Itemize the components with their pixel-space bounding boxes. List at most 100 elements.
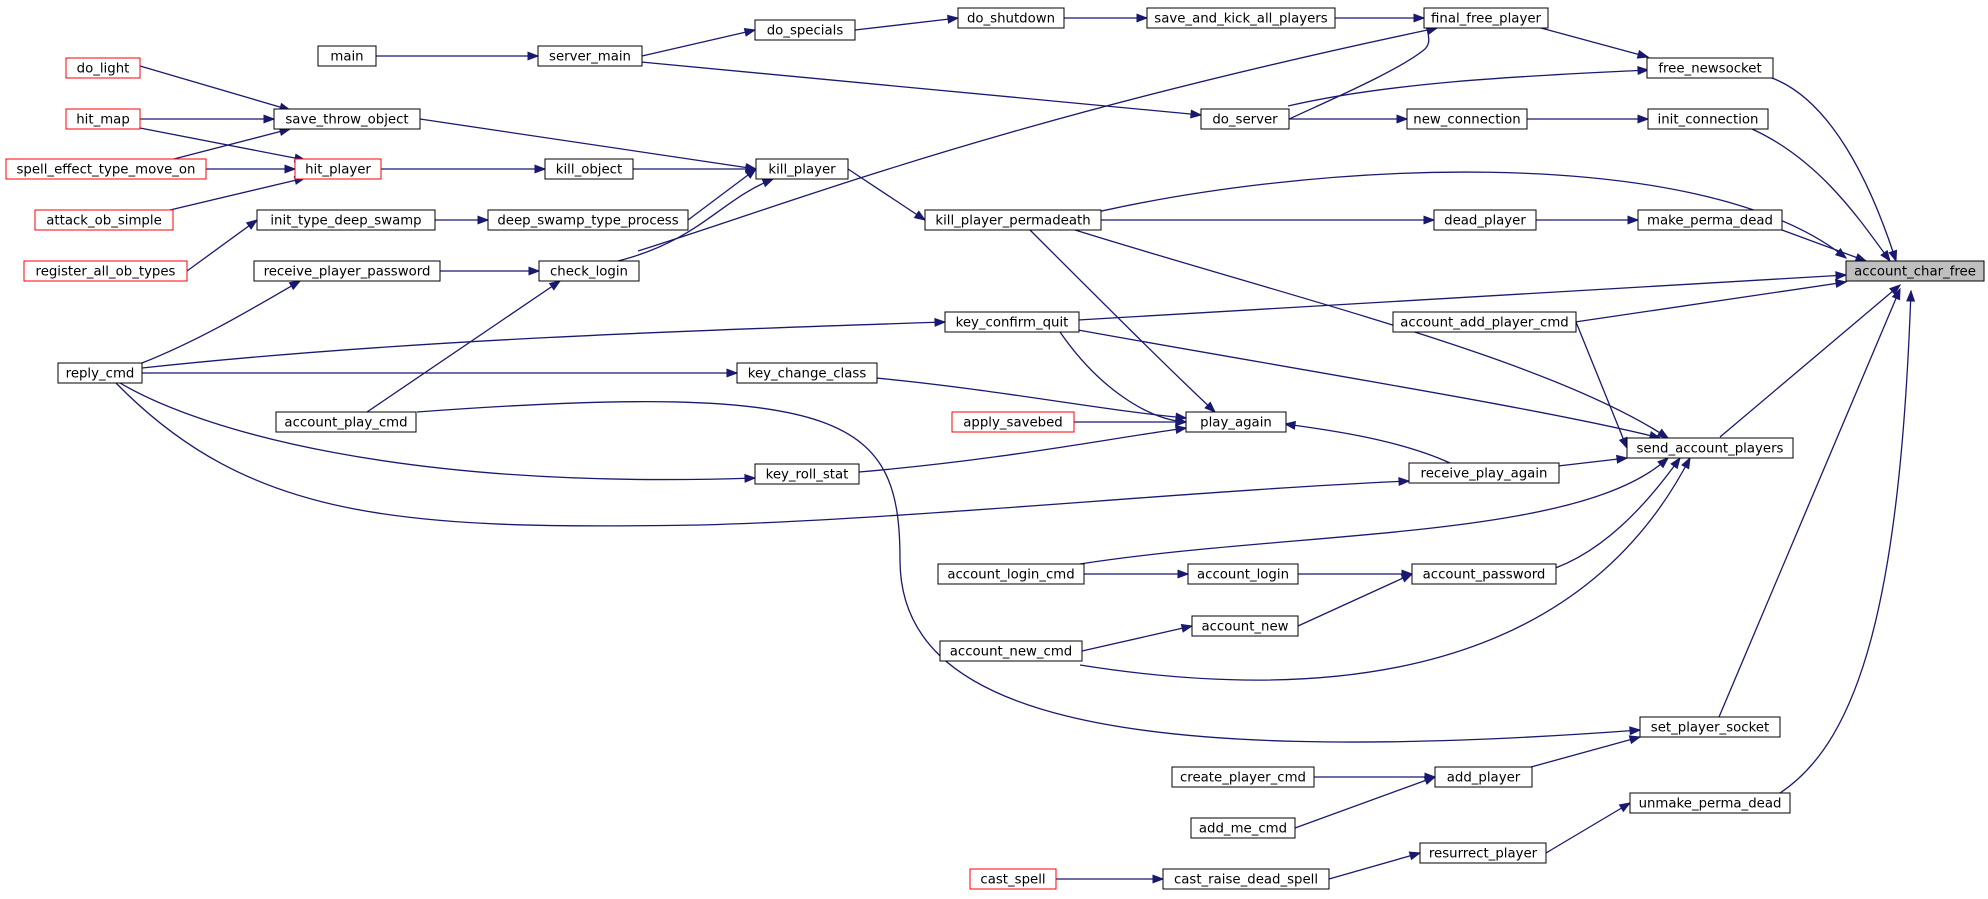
node-label: apply_savebed xyxy=(963,416,1062,431)
edge-line xyxy=(169,177,306,211)
node-do_shutdown[interactable]: do_shutdown xyxy=(957,7,1065,29)
node-add_player[interactable]: add_player xyxy=(1434,766,1533,788)
edge-set_player_socket-to-account_char_free xyxy=(1718,287,1901,718)
edge-line xyxy=(419,118,757,170)
edge-arrowhead xyxy=(1835,271,1848,281)
node-box xyxy=(1629,792,1791,814)
node-kill_player_permadeath[interactable]: kill_player_permadeath xyxy=(924,209,1102,231)
edge-line xyxy=(687,168,757,221)
node-set_player_socket[interactable]: set_player_socket xyxy=(1639,716,1781,738)
node-send_account_players[interactable]: send_account_players xyxy=(1626,437,1794,459)
node-server_main[interactable]: server_main xyxy=(537,45,643,67)
node-init_connection[interactable]: init_connection xyxy=(1647,108,1769,130)
edge-line xyxy=(1781,229,1867,262)
node-spell_effect_type_move_on[interactable]: spell_effect_type_move_on xyxy=(5,158,207,180)
node-account_new_cmd[interactable]: account_new_cmd xyxy=(939,640,1083,662)
node-unmake_perma_dead[interactable]: unmake_perma_dead xyxy=(1629,792,1791,814)
node-create_player_cmd[interactable]: create_player_cmd xyxy=(1171,766,1315,788)
node-init_type_deep_swamp[interactable]: init_type_deep_swamp xyxy=(256,209,436,231)
node-label: key_change_class xyxy=(748,367,867,382)
node-do_specials[interactable]: do_specials xyxy=(754,19,856,41)
node-label: receive_player_password xyxy=(264,265,431,280)
node-label: resurrect_player xyxy=(1429,847,1538,862)
node-box xyxy=(1434,766,1533,788)
edge-line xyxy=(1530,736,1641,768)
node-key_confirm_quit[interactable]: key_confirm_quit xyxy=(944,311,1080,333)
node-label: kill_player xyxy=(768,163,836,178)
node-account_char_free[interactable]: account_char_free xyxy=(1845,260,1985,282)
node-dead_player[interactable]: dead_player xyxy=(1433,209,1537,231)
node-label: register_all_ob_types xyxy=(36,265,176,280)
node-reply_cmd[interactable]: reply_cmd xyxy=(57,362,143,384)
node-play_again[interactable]: play_again xyxy=(1185,411,1287,433)
node-save_and_kick_all_players[interactable]: save_and_kick_all_players xyxy=(1146,7,1336,29)
node-add_me_cmd[interactable]: add_me_cmd xyxy=(1190,817,1296,839)
node-box xyxy=(23,260,188,282)
node-label: final_free_player xyxy=(1431,12,1541,27)
edge-server_main-to-do_specials xyxy=(641,27,757,57)
node-receive_player_password[interactable]: receive_player_password xyxy=(253,260,441,282)
edge-arrowhead xyxy=(245,219,259,230)
node-box xyxy=(253,260,441,282)
node-cast_raise_dead_spell[interactable]: cast_raise_dead_spell xyxy=(1162,868,1330,890)
edge-line xyxy=(1534,457,1681,575)
edge-arrowhead xyxy=(1834,279,1848,289)
node-attack_ob_simple[interactable]: attack_ob_simple xyxy=(34,209,174,231)
edge-line xyxy=(875,377,1187,419)
node-label: cast_raise_dead_spell xyxy=(1174,873,1318,888)
node-free_newsocket[interactable]: free_newsocket xyxy=(1646,57,1774,79)
edge-key_roll_stat-to-play_again xyxy=(858,424,1188,473)
node-account_add_player_cmd[interactable]: account_add_player_cmd xyxy=(1392,311,1577,333)
edge-arrowhead xyxy=(1283,420,1297,430)
node-save_throw_object[interactable]: save_throw_object xyxy=(273,108,421,130)
node-label: deep_swamp_type_process xyxy=(497,214,678,229)
edge-line xyxy=(169,128,291,161)
node-kill_object[interactable]: kill_object xyxy=(544,158,634,180)
edge-arrowhead xyxy=(1637,114,1650,124)
node-final_free_player[interactable]: final_free_player xyxy=(1423,7,1549,29)
edge-arrowhead xyxy=(1180,623,1194,633)
edge-line xyxy=(366,280,561,413)
edge-add_me_cmd-to-add_player xyxy=(1294,776,1437,829)
node-box xyxy=(5,158,207,180)
edge-line xyxy=(1284,423,1451,464)
node-new_connection[interactable]: new_connection xyxy=(1406,108,1528,130)
node-check_login[interactable]: check_login xyxy=(538,260,640,282)
node-deep_swamp_type_process[interactable]: deep_swamp_type_process xyxy=(487,209,689,231)
node-receive_play_again[interactable]: receive_play_again xyxy=(1408,462,1560,484)
edge-arrowhead xyxy=(1398,476,1411,486)
node-account_play_cmd[interactable]: account_play_cmd xyxy=(275,411,417,433)
node-cast_spell[interactable]: cast_spell xyxy=(969,868,1057,890)
node-do_server[interactable]: do_server xyxy=(1200,108,1290,130)
node-key_roll_stat[interactable]: key_roll_stat xyxy=(754,463,860,485)
node-make_perma_dead[interactable]: make_perma_dead xyxy=(1637,209,1783,231)
node-account_password[interactable]: account_password xyxy=(1411,563,1557,585)
edge-arrowhead xyxy=(1396,114,1409,124)
edge-arrowhead xyxy=(1834,247,1848,259)
node-account_login_cmd[interactable]: account_login_cmd xyxy=(937,563,1085,585)
edge-line xyxy=(1079,457,1691,681)
node-label: account_login_cmd xyxy=(947,568,1074,583)
node-label: free_newsocket xyxy=(1658,62,1761,77)
edge-account_play_cmd-to-check_login xyxy=(366,280,562,413)
node-resurrect_player[interactable]: resurrect_player xyxy=(1419,842,1547,864)
edge-arrowhead xyxy=(284,164,297,174)
node-apply_savebed[interactable]: apply_savebed xyxy=(951,411,1075,433)
node-account_new[interactable]: account_new xyxy=(1191,615,1299,637)
edge-arrowhead xyxy=(1177,569,1190,579)
node-label: do_light xyxy=(77,62,130,77)
node-hit_map[interactable]: hit_map xyxy=(65,108,141,130)
edge-line xyxy=(1297,573,1413,627)
node-kill_player[interactable]: kill_player xyxy=(755,158,849,180)
node-label: new_connection xyxy=(1413,113,1520,128)
node-main[interactable]: main xyxy=(317,45,377,67)
node-box xyxy=(1433,209,1537,231)
node-box xyxy=(754,19,856,41)
node-key_change_class[interactable]: key_change_class xyxy=(736,362,878,384)
edge-line xyxy=(1284,27,1438,122)
node-register_all_ob_types[interactable]: register_all_ob_types xyxy=(23,260,188,282)
node-hit_player[interactable]: hit_player xyxy=(294,158,382,180)
node-account_login[interactable]: account_login xyxy=(1187,563,1299,585)
node-do_light[interactable]: do_light xyxy=(65,57,141,79)
node-label: init_connection xyxy=(1658,113,1759,128)
